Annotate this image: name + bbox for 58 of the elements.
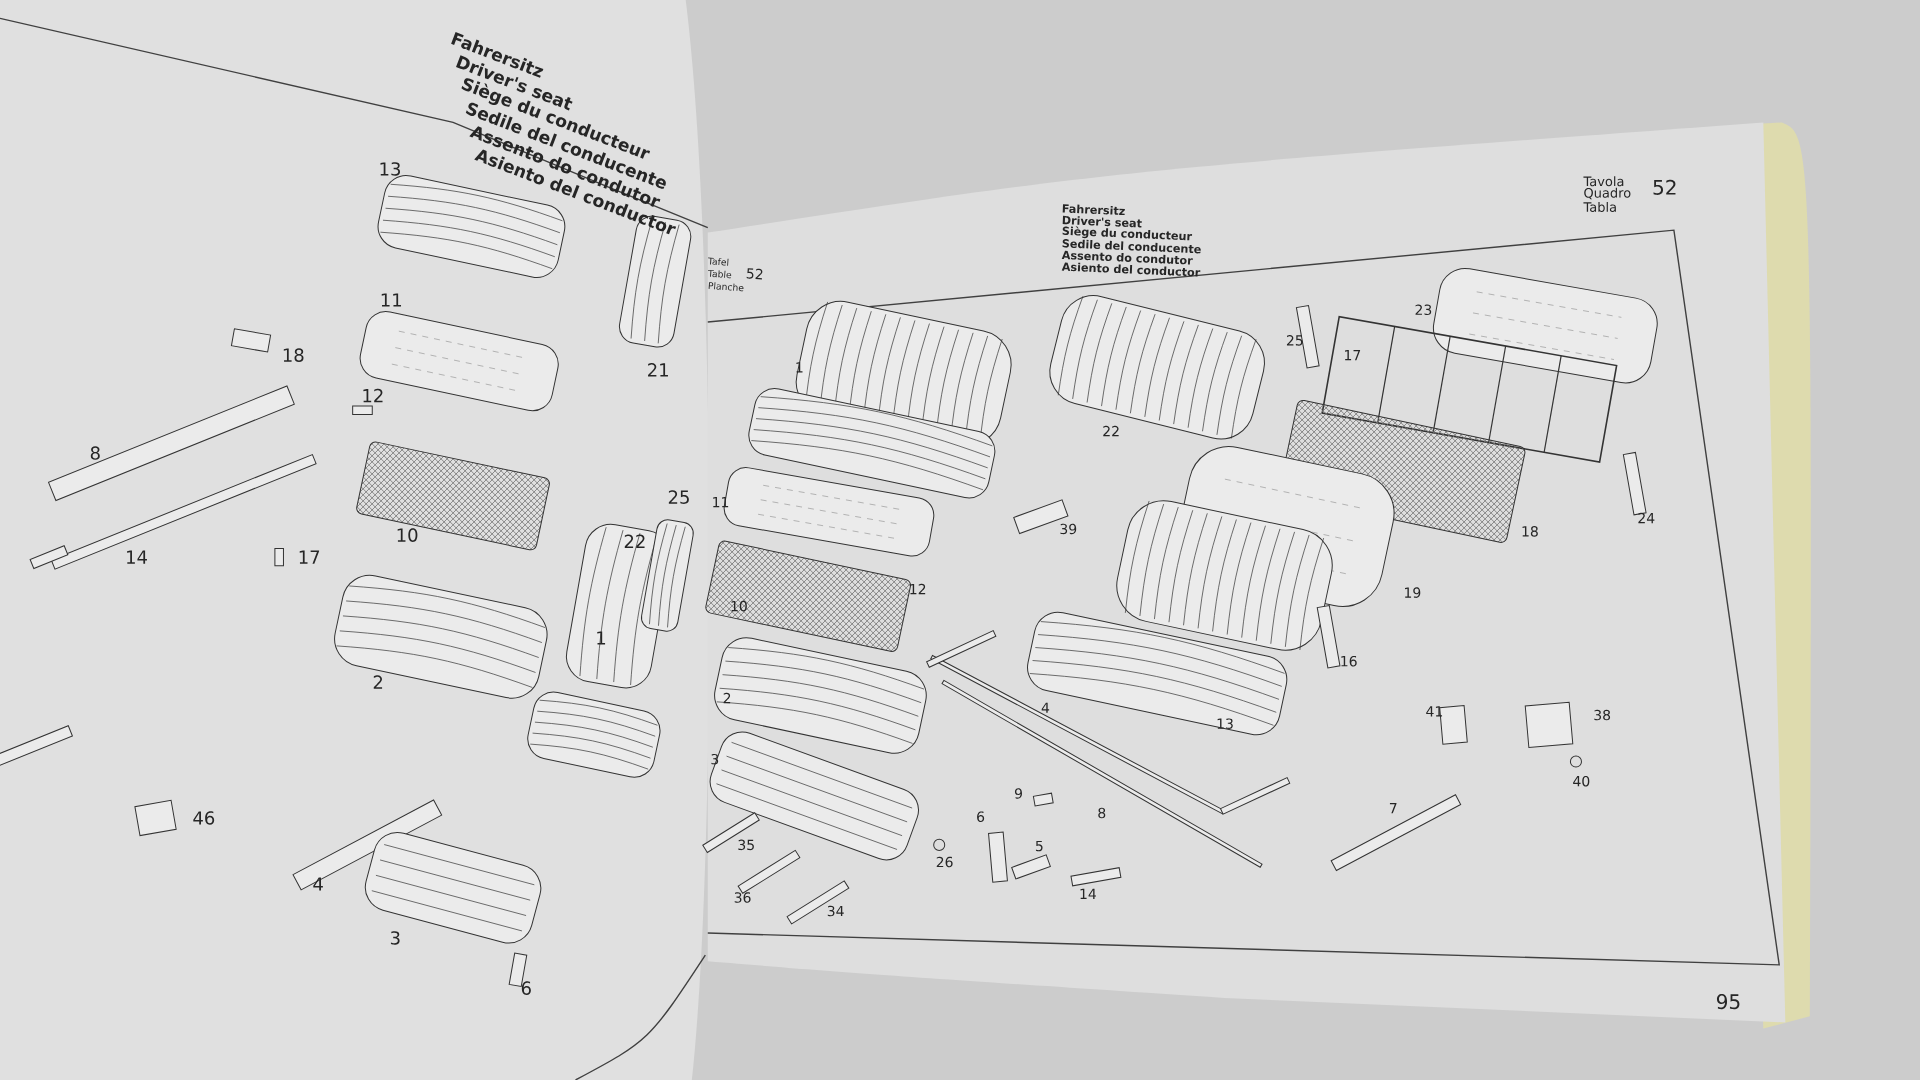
callout-number: 17 (299, 550, 320, 564)
callout-number: 41 (1426, 706, 1443, 717)
callout-number: 46 (193, 811, 215, 825)
callout-number: 13 (1217, 718, 1233, 729)
callout-number: 12 (910, 583, 926, 595)
callout-number: 18 (1522, 526, 1538, 537)
page-heading: Driver's seat (1062, 215, 1142, 228)
callout-number: 2 (723, 692, 731, 704)
plate-caption: Tavola (1583, 176, 1624, 187)
callout-number: 12 (363, 388, 383, 403)
callout-number: 23 (1415, 304, 1432, 316)
callout-number: 5 (1035, 840, 1043, 852)
callout-number: 38 (1594, 709, 1611, 721)
callout-number: 11 (713, 496, 729, 508)
callout-number: 25 (1286, 335, 1303, 346)
callout-number: 40 (1573, 775, 1590, 787)
callout-number: 3 (390, 931, 400, 945)
callout-number: 1 (796, 362, 803, 373)
callout-number: 13 (380, 162, 400, 176)
callout-number: 22 (624, 534, 645, 548)
callout-number: 39 (1060, 523, 1077, 535)
plate-number: 52 (746, 268, 763, 280)
callout-number: 17 (1345, 350, 1361, 361)
callout-number: 1 (597, 631, 606, 645)
plate-caption: Table (708, 269, 732, 279)
callout-number: 14 (1080, 888, 1096, 899)
plate-caption: Tabla (1583, 201, 1616, 212)
page-heading: Fahrersitz (1062, 204, 1125, 216)
callout-number: 16 (1341, 655, 1357, 667)
callout-number: 6 (521, 981, 531, 995)
callout-number: 25 (668, 490, 689, 504)
plate-caption: Tafel (708, 257, 729, 266)
callout-number: 2 (373, 675, 383, 689)
page-number: 95 (1716, 994, 1740, 1010)
callout-number: 3 (711, 753, 719, 765)
callout-number: 9 (1014, 788, 1022, 799)
callout-number: 8 (1098, 807, 1106, 819)
callout-number: 22 (1103, 425, 1119, 437)
callout-number: 6 (977, 811, 985, 822)
callout-number: 4 (1041, 702, 1050, 713)
callout-number: 26 (936, 856, 953, 868)
callout-number: 35 (738, 839, 754, 851)
plate-caption: Planche (708, 282, 744, 292)
callout-number: 7 (1389, 803, 1397, 814)
callout-number: 24 (1638, 512, 1655, 524)
plate-caption: Quadro (1584, 187, 1631, 200)
callout-number: 10 (731, 600, 747, 612)
callout-number: 4 (313, 877, 323, 891)
callout-number: 11 (381, 293, 401, 307)
plate-number: 52 (1653, 179, 1676, 195)
callout-number: 10 (397, 528, 418, 542)
callout-number: 18 (283, 348, 304, 362)
callout-number: 14 (127, 550, 147, 564)
callout-number: 8 (90, 446, 100, 460)
callout-number: 19 (1405, 587, 1421, 598)
callout-number: 36 (734, 892, 751, 903)
callout-number: 34 (827, 905, 844, 917)
callout-number: 21 (648, 363, 668, 377)
